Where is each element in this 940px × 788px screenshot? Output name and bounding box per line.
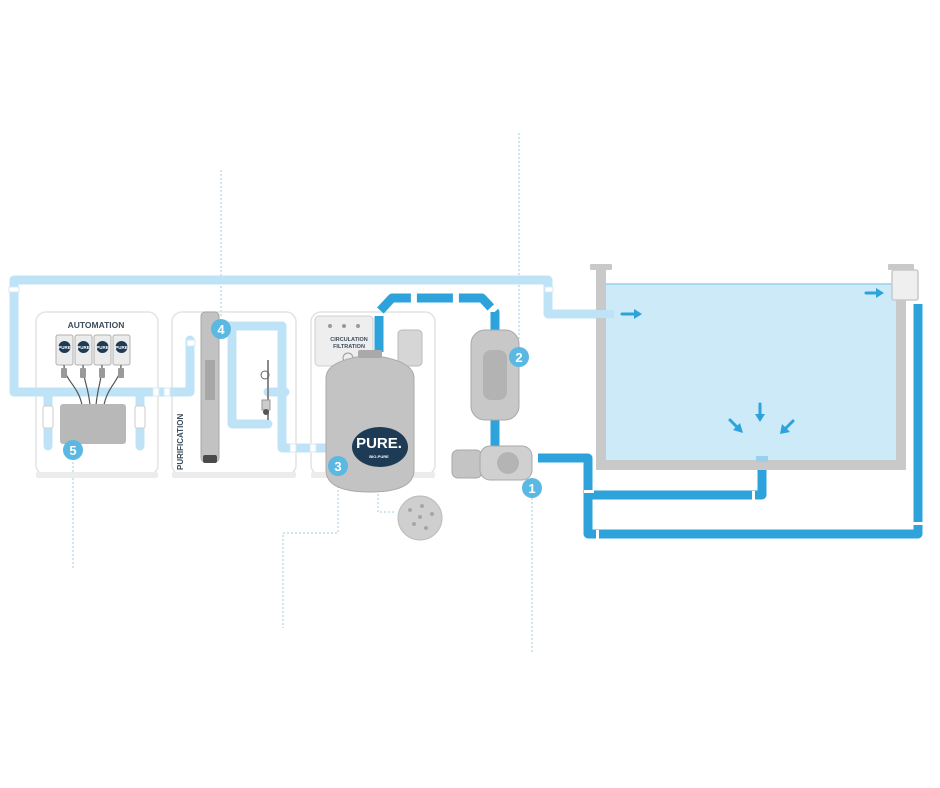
automation-device: PURE: [55, 334, 74, 366]
purification-label: PURIFICATION: [176, 413, 185, 470]
device-brand: PURE: [58, 345, 71, 350]
marker-1: 1: [522, 478, 542, 498]
device-screen: [77, 341, 90, 353]
basin-rim-left: [590, 264, 612, 270]
pipe-gaps: [584, 490, 923, 539]
skimmer-arrow-icon: [864, 288, 884, 298]
device-brand: PURE: [96, 345, 109, 350]
circulation-pipes: [374, 293, 923, 539]
automation-probes: [61, 368, 124, 378]
pipe-joints: [8, 286, 554, 453]
inlet-arrow-icon: [620, 309, 642, 319]
marker-1-text: 1: [528, 481, 535, 496]
filter-brand-tagline: BIO-PURE: [369, 454, 389, 459]
automation-devices: PURE PURE PURE PURE: [55, 334, 131, 366]
marker-4-text: 4: [217, 322, 225, 337]
pump-strainer: [397, 329, 423, 367]
return-automation-pipe: [9, 335, 195, 397]
automation-unions: [42, 405, 146, 429]
drain-arrow-left-icon: [728, 418, 743, 433]
device-brand: PURE: [115, 345, 128, 350]
filter-logo-badge: [352, 427, 408, 467]
flow-meter: [260, 360, 271, 420]
flow-arrows: [620, 288, 884, 434]
automation-device: PURE: [112, 334, 131, 366]
filter-brand-name: PURE.: [356, 435, 402, 452]
basin-water: [606, 284, 896, 460]
drain-suction-pipe: [588, 460, 767, 500]
marker-5-text: 5: [69, 443, 76, 458]
marker-2: 2: [509, 347, 529, 367]
circulation-pump: [451, 445, 533, 481]
marker-5: 5: [63, 440, 83, 460]
heat-exchanger-core: [483, 350, 507, 400]
device-screen: [96, 341, 109, 353]
control-box-lights: [328, 324, 360, 328]
automation-device: PURE: [74, 334, 93, 366]
skimmer-box: [891, 269, 919, 301]
leader-line-media: [377, 490, 396, 513]
bottom-drain: [756, 456, 768, 462]
leader-lines: [72, 133, 533, 652]
filter-media-texture: [408, 504, 434, 530]
marker-4: 4: [211, 319, 231, 339]
filtration-label: FILTRATION: [333, 344, 365, 350]
drain-arrow-right-icon: [780, 419, 795, 434]
marker-3-text: 3: [334, 459, 341, 474]
basin: [590, 264, 919, 470]
control-unit: [60, 404, 126, 444]
uv-lamp-base: [203, 455, 217, 463]
return-main-pipe: [9, 275, 605, 397]
basin-rim-right: [888, 264, 914, 270]
device-brand: PURE: [77, 345, 90, 350]
skimmer-suction-pipe: [538, 304, 923, 539]
purification-loop-pipe-b: [227, 321, 335, 453]
return-inlet-nozzle: [596, 310, 614, 318]
automation-label: AUTOMATION: [68, 320, 125, 330]
purification-loop-pipe-a: [208, 321, 273, 429]
sand-filter-lid: [358, 350, 382, 358]
automation-device: PURE: [93, 334, 112, 366]
automation-cables: [63, 364, 122, 406]
marker-3: 3: [328, 456, 348, 476]
marker-2-text: 2: [515, 350, 522, 365]
return-pipes: [9, 275, 605, 453]
filter-to-heat-pipe: [374, 293, 500, 352]
uv-lamp-window: [205, 360, 215, 400]
circulation-label: CIRCULATION: [330, 337, 368, 343]
leader-line-3: [282, 478, 339, 628]
device-screen: [58, 341, 71, 353]
device-screen: [115, 341, 128, 353]
drain-arrow-down-icon: [755, 402, 765, 422]
